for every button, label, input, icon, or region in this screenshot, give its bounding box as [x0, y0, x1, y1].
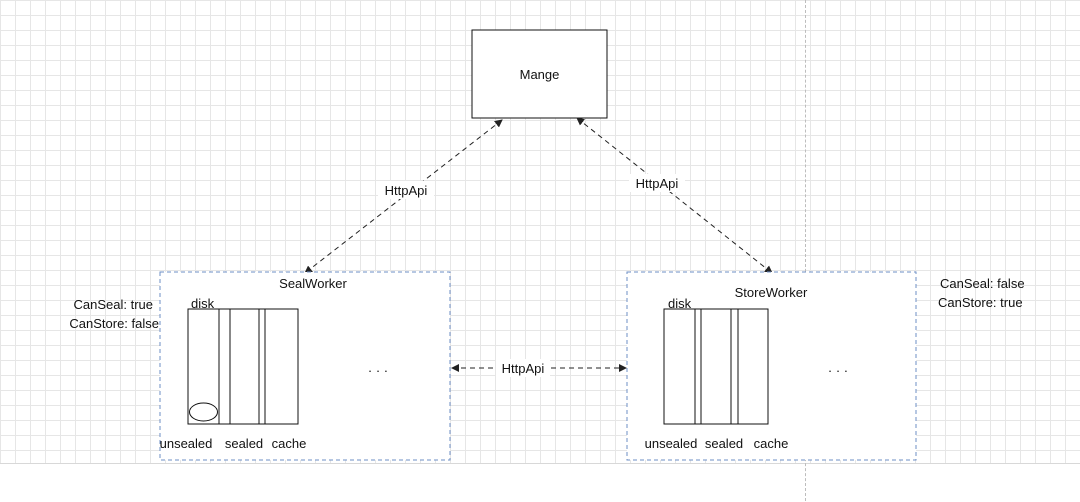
storeworker-slot-unsealed: unsealed: [645, 436, 698, 451]
storeworker-disk-label: disk: [668, 296, 692, 311]
canvas-bottom-margin: [0, 463, 1080, 502]
sealworker-more-ellipsis: · · ·: [368, 363, 388, 378]
sealworker-title: SealWorker: [279, 276, 347, 291]
sealworker-slot-unsealed: unsealed: [160, 436, 213, 451]
link-sealworker-storeworker[interactable]: HttpApi: [451, 359, 627, 377]
storeworker-slot-cache: cache: [754, 436, 789, 451]
storeworker-title: StoreWorker: [735, 285, 808, 300]
manage-label: Mange: [520, 67, 560, 82]
sealworker-node[interactable]: SealWorker disk unsealed sealed cache · …: [159, 271, 451, 461]
cylinder-icon: [189, 402, 218, 422]
link-manage-storeworker[interactable]: HttpApi: [576, 117, 773, 274]
link-label-right: HttpApi: [636, 176, 679, 191]
storeworker-slot-sealed: sealed: [705, 436, 743, 451]
link-label-left: HttpApi: [385, 183, 428, 198]
link-label-middle: HttpApi: [502, 361, 545, 376]
link-manage-sealworker[interactable]: HttpApi: [304, 119, 503, 274]
sealworker-can-seal: CanSeal: true: [74, 297, 154, 312]
sealworker-slot-sealed: sealed: [225, 436, 263, 451]
sealworker-slot-cache: cache: [272, 436, 307, 451]
storeworker-node[interactable]: StoreWorker disk unsealed sealed cache ·…: [626, 271, 917, 461]
storeworker-can-seal: CanSeal: false: [940, 276, 1025, 291]
storeworker-more-ellipsis: · · ·: [828, 363, 848, 378]
storeworker-can-store: CanStore: true: [938, 295, 1023, 310]
page-break-guide: [805, 0, 806, 501]
sealworker-disk-label: disk: [191, 296, 215, 311]
manage-node[interactable]: Mange: [471, 29, 608, 119]
sealworker-disk: [187, 308, 299, 425]
sealworker-can-store: CanStore: false: [69, 316, 159, 331]
storeworker-disk: [663, 308, 769, 425]
